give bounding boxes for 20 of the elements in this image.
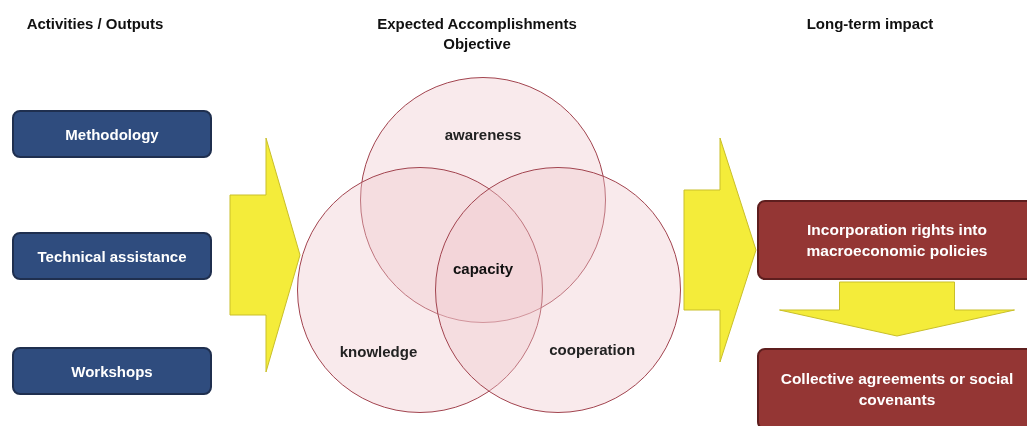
column-heading: Expected Accomplishments Objective [376,14,578,54]
box-label: Collective agreements or social covenants [779,369,1015,410]
box-label: Methodology [65,124,159,145]
circle-label: awareness [444,125,522,143]
outcome-box [757,348,1027,426]
process-box [12,347,212,395]
box-label: Technical assistance [37,246,187,267]
process-box [12,110,212,158]
block-arrow [779,281,1015,337]
intersection-label: capacity [451,259,514,279]
process-box [12,232,212,280]
block-arrow [683,137,757,363]
outcome-box [757,200,1027,280]
circle-label: knowledge [339,342,418,360]
box-label: Workshops [71,361,153,382]
column-heading: Long-term impact [805,14,935,34]
block-arrow [229,137,301,373]
circle-label: cooperation [549,340,636,358]
box-label: Incorporation rights into macroeconomic policies [805,220,989,261]
column-heading: Activities / Outputs [25,14,165,34]
